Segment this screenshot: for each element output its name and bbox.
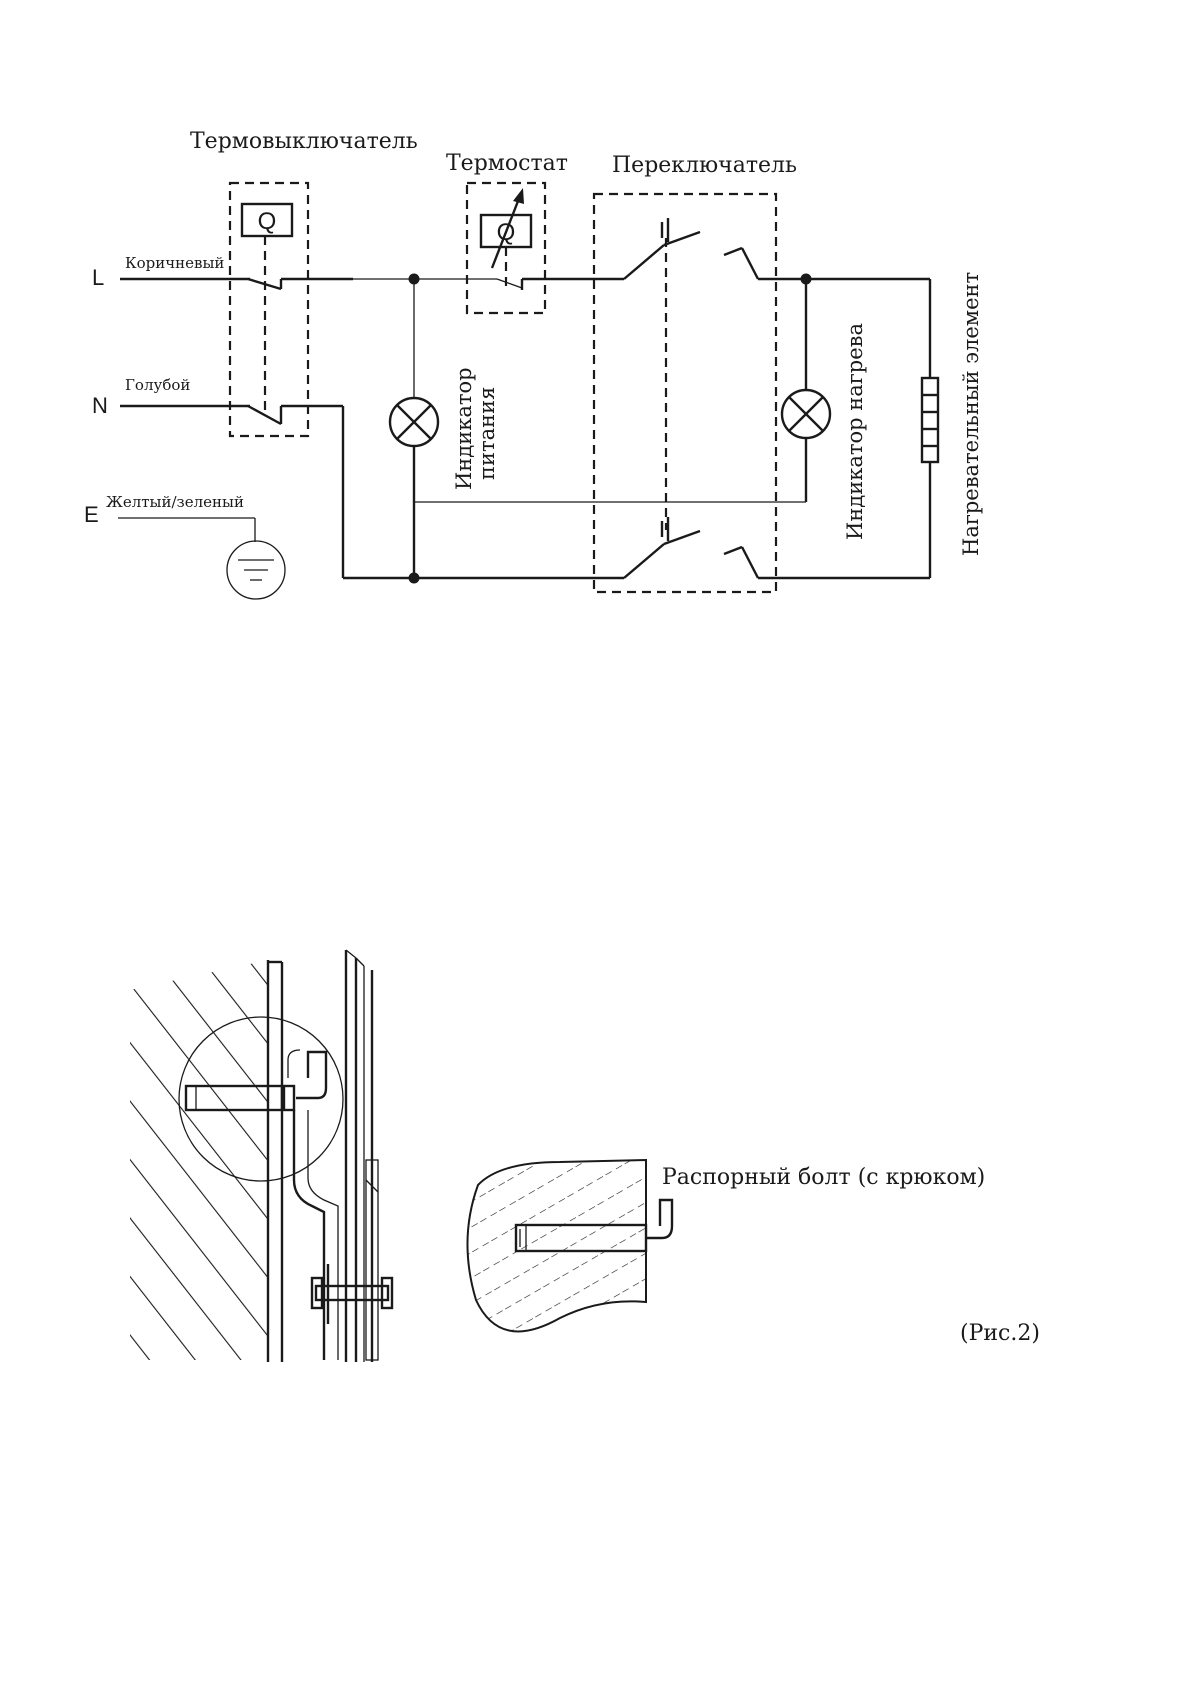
switch-label: Переключатель bbox=[612, 153, 797, 178]
wire-l-color-label: Коричневый bbox=[125, 254, 224, 272]
cutout-contact-l bbox=[247, 277, 282, 291]
power-indicator-label-2: питания bbox=[475, 387, 499, 480]
heating-indicator-label: Индикатор нагрева bbox=[843, 323, 867, 540]
terminal-l: L bbox=[92, 265, 104, 290]
thermal-cutout-box bbox=[228, 181, 310, 438]
heating-element-label: Нагревательный элемент bbox=[959, 272, 983, 556]
bolt-hook bbox=[296, 1050, 328, 1100]
cutout-contact-n bbox=[247, 404, 282, 426]
switch-contact-top bbox=[623, 244, 665, 280]
switch-box bbox=[592, 192, 778, 594]
thermostat-label: Термостат bbox=[446, 151, 568, 176]
heating-element bbox=[920, 376, 940, 464]
wire-n-color-label: Голубой bbox=[125, 376, 190, 394]
terminal-e: E bbox=[84, 502, 99, 527]
thermostat-contact bbox=[496, 278, 523, 289]
detail-circle bbox=[178, 1016, 344, 1182]
terminal-n: N bbox=[92, 393, 108, 418]
detail-bolt-hook bbox=[646, 1198, 674, 1240]
switch-contact-bottom bbox=[623, 543, 665, 579]
thermal-cutout-symbol: Q bbox=[258, 208, 277, 235]
wire-e-color-label: Желтый/зеленый bbox=[106, 493, 244, 511]
thermostat-box bbox=[465, 181, 547, 315]
power-indicator-label-1: Индикатор bbox=[452, 367, 476, 490]
figure-caption: (Рис.2) bbox=[960, 1321, 1040, 1346]
heater-rear-cover bbox=[365, 1159, 379, 1361]
thermostat-adjust-arrow bbox=[490, 195, 522, 269]
expansion-bolt bbox=[184, 1084, 284, 1112]
bolt-detail: Распорный болт (с крюком) bbox=[466, 1158, 985, 1333]
thermal-cutout-label: Термовыключатель bbox=[190, 129, 418, 154]
thermal-cutout-relay bbox=[240, 202, 294, 238]
wiring-diagram: Термовыключатель Термостат Переключатель… bbox=[84, 129, 983, 600]
bolt-label: Распорный болт (с крюком) bbox=[662, 1165, 985, 1190]
ground-symbol bbox=[226, 540, 286, 600]
fixing-screw bbox=[314, 1284, 390, 1302]
wall-block-section bbox=[466, 1158, 647, 1333]
mounting-drawing bbox=[130, 949, 394, 1362]
heater-bracket bbox=[292, 1110, 326, 1360]
wall-hatching bbox=[130, 960, 268, 1360]
